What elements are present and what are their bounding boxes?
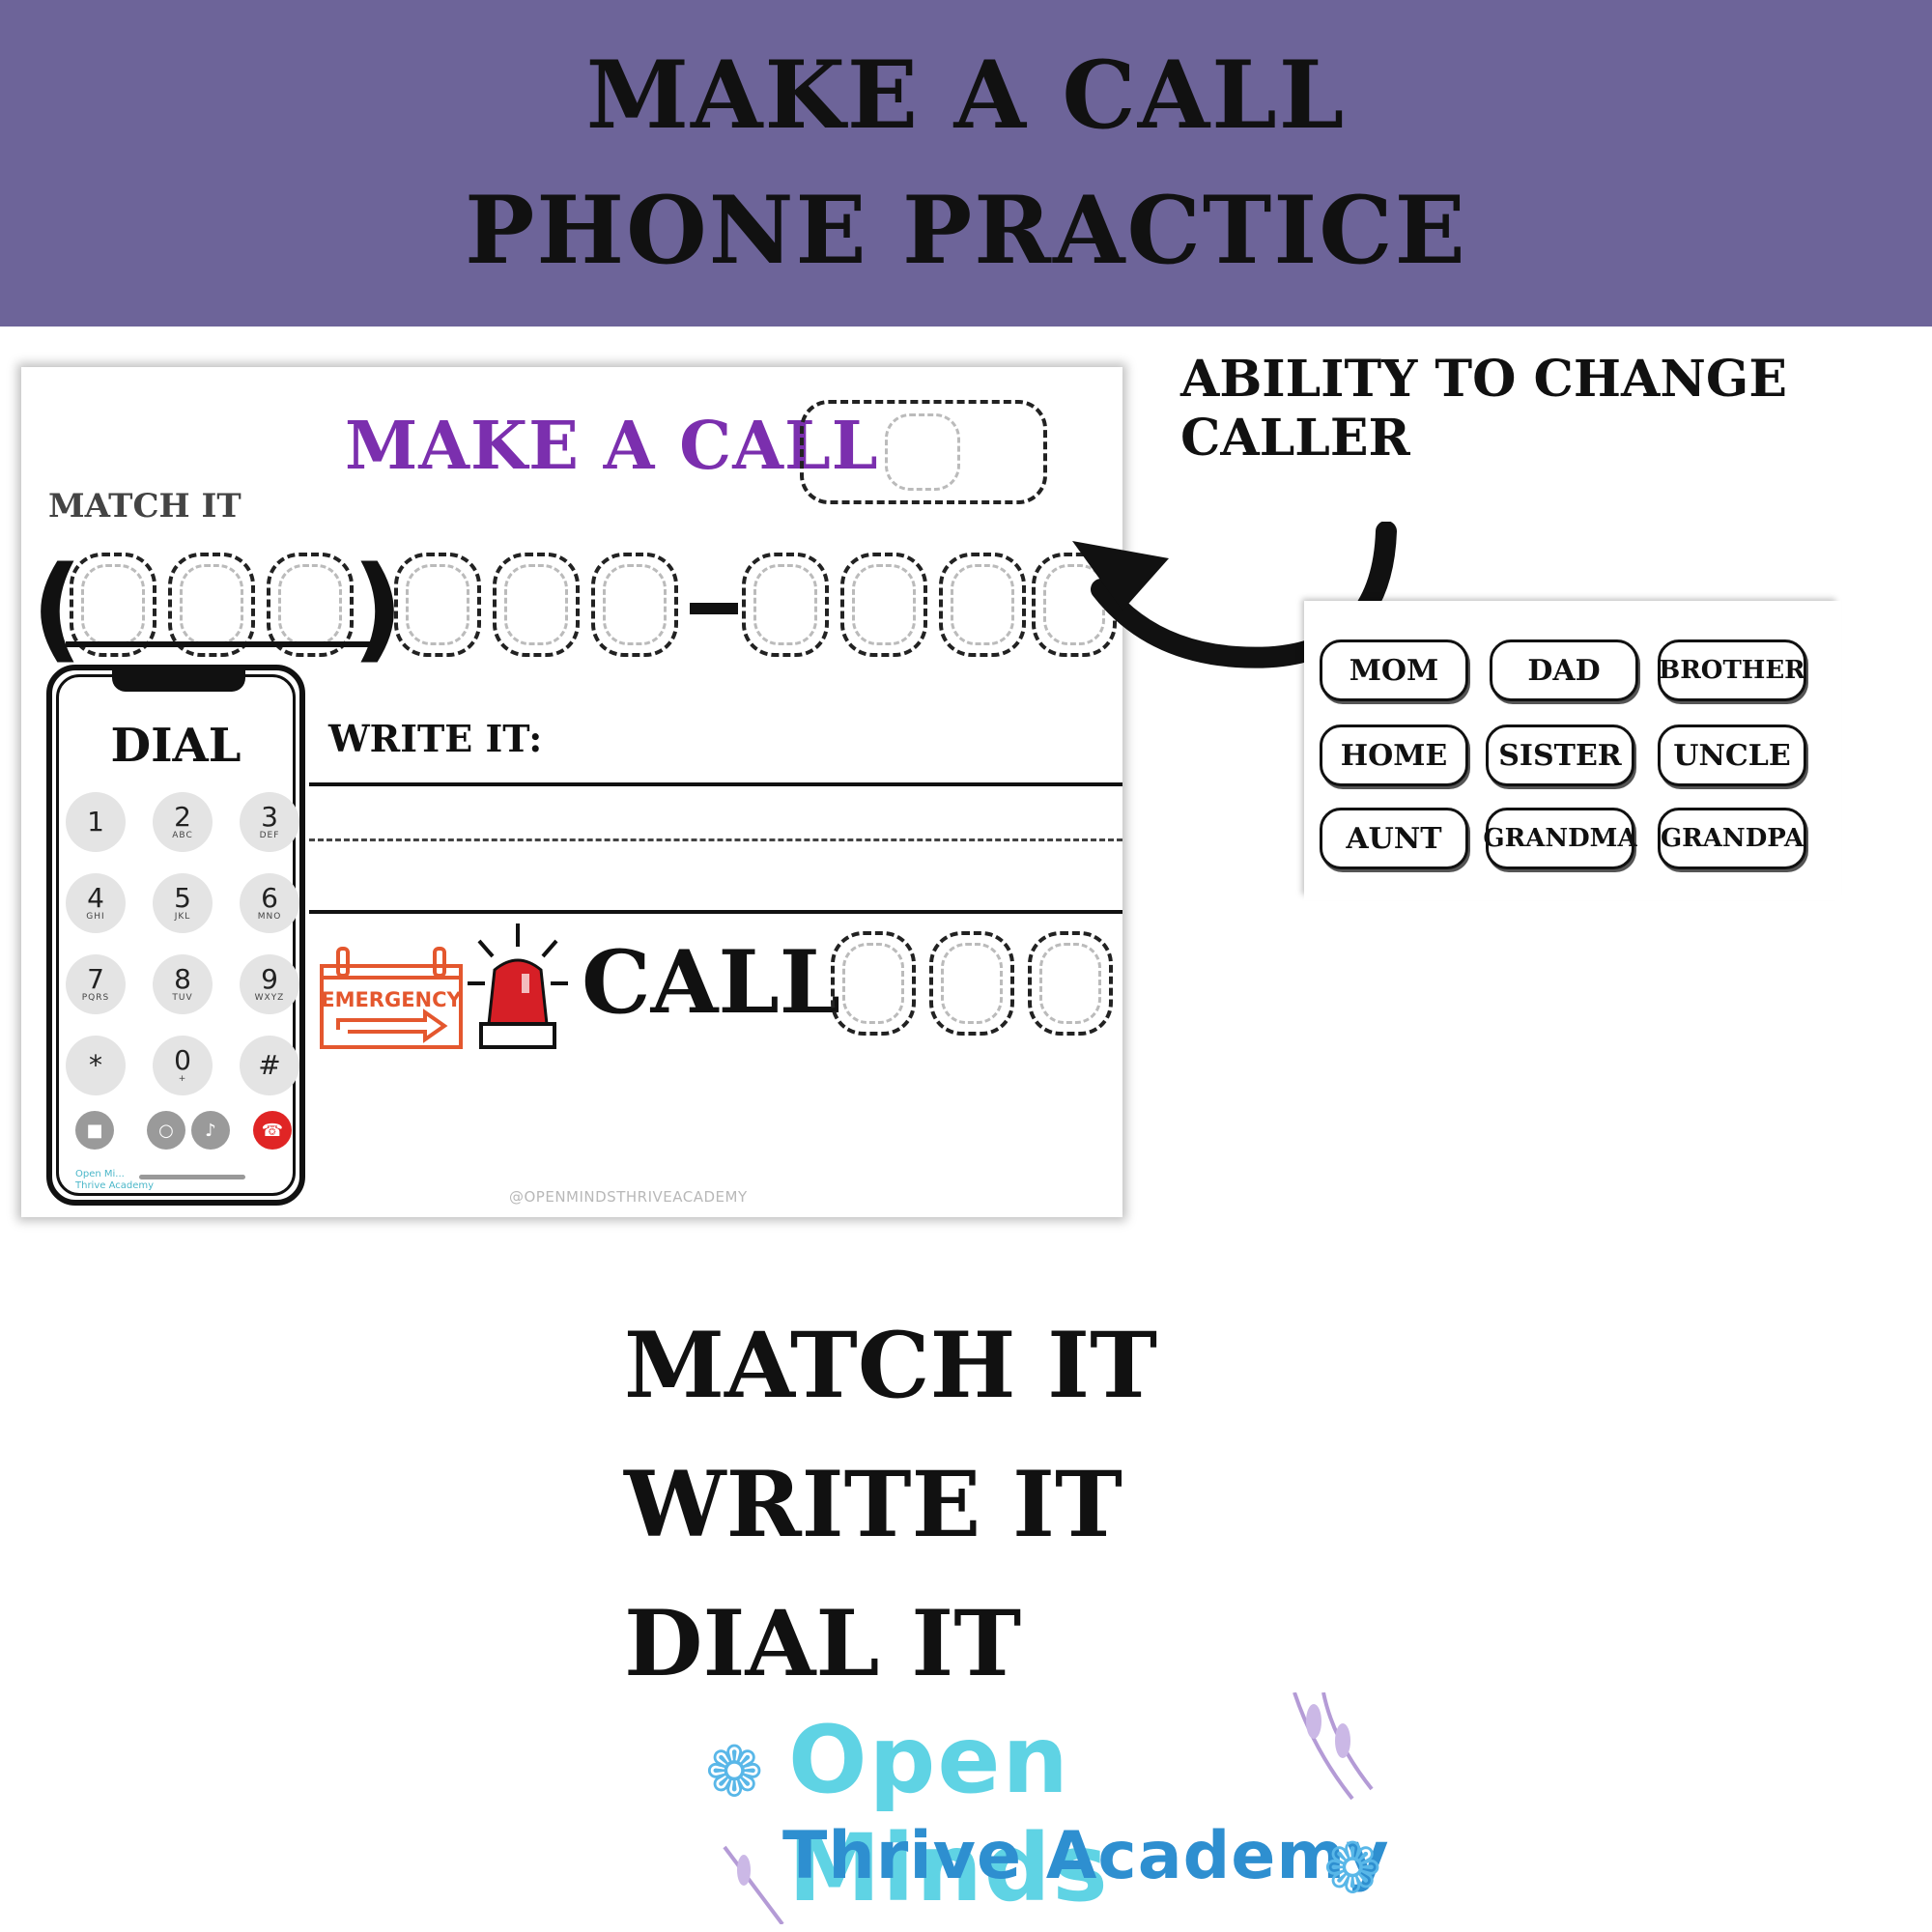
number-dash <box>690 603 738 614</box>
video-icon[interactable]: ■ <box>75 1111 114 1150</box>
banner-title-line-2: PHONE PRACTICE <box>465 176 1467 285</box>
emergency-digit-3[interactable] <box>1028 931 1113 1036</box>
logo-thrive-academy: Thrive Academy <box>782 1818 1390 1894</box>
dial-title: DIAL <box>110 719 242 773</box>
write-mid-line <box>309 838 1122 841</box>
watermark: @OPENMINDSTHRIVEACADEMY <box>509 1188 748 1206</box>
caller-chip-uncle[interactable]: UNCLE <box>1658 724 1806 786</box>
speaker-icon[interactable]: ♪ <box>191 1111 230 1150</box>
caller-chip-sister[interactable]: SISTER <box>1486 724 1634 786</box>
caller-chip-brother[interactable]: BROTHER <box>1658 639 1806 701</box>
mute-icon[interactable]: ○ <box>147 1111 185 1150</box>
step-write-it: WRITE IT <box>624 1452 1122 1558</box>
phone-brand-text: Open Mi... Thrive Academy <box>75 1169 155 1191</box>
digit-box-prefix-2[interactable] <box>493 553 580 657</box>
ability-heading: ABILITY TO CHANGE CALLER <box>1180 350 1787 468</box>
step-match-it: MATCH IT <box>624 1313 1158 1419</box>
curved-arrow-icon <box>1072 522 1397 668</box>
worksheet-title: MAKE A CALL <box>345 408 879 485</box>
banner-title-line-1: MAKE A CALL <box>585 41 1347 150</box>
key-0[interactable]: 0+ <box>153 1036 213 1095</box>
flower-icon-left: ❁ <box>705 1731 764 1812</box>
flower-icon-right: ❁ <box>1323 1828 1382 1909</box>
emergency-digit-2[interactable] <box>929 931 1014 1036</box>
key-hash[interactable]: # <box>240 1036 299 1095</box>
digit-box-prefix-1[interactable] <box>394 553 481 657</box>
key-1[interactable]: 1 <box>66 792 126 852</box>
emergency-sign-icon: EMERGENCY <box>320 947 463 1049</box>
write-it-label: WRITE IT: <box>328 717 543 760</box>
caller-chip-dad[interactable]: DAD <box>1490 639 1638 701</box>
caller-options-card: MOM DAD BROTHER HOME SISTER UNCLE AUNT G… <box>1304 601 1841 900</box>
step-dial-it: DIAL IT <box>624 1591 1022 1697</box>
brand-logo: ❁ Open Minds Thrive Academy ❁ <box>705 1692 1401 1924</box>
write-top-line <box>309 782 1122 786</box>
caller-chip-aunt[interactable]: AUNT <box>1320 808 1468 869</box>
digit-box-prefix-3[interactable] <box>591 553 678 657</box>
digit-box-line-3[interactable] <box>939 553 1026 657</box>
digit-box-line-1[interactable] <box>742 553 829 657</box>
key-star[interactable]: * <box>66 1036 126 1095</box>
steps-list: MATCH IT WRITE IT DIAL IT <box>624 1296 1157 1714</box>
emergency-sign-text: EMERGENCY <box>321 988 462 1011</box>
area-code-underline <box>66 641 383 647</box>
home-indicator <box>139 1175 245 1179</box>
phone-notch <box>112 670 245 692</box>
match-it-label: MATCH IT <box>48 487 242 526</box>
header-banner: MAKE A CALL PHONE PRACTICE <box>0 0 1932 327</box>
caller-chip-home[interactable]: HOME <box>1320 724 1468 786</box>
emergency-digit-1[interactable] <box>831 931 916 1036</box>
digit-box-line-2[interactable] <box>840 553 927 657</box>
caller-chip-mom[interactable]: MOM <box>1320 639 1468 701</box>
caller-chip-grandma[interactable]: GRANDMA <box>1483 808 1637 869</box>
lavender-leaves-left-icon <box>723 1845 784 1924</box>
write-bottom-line[interactable] <box>309 910 1122 914</box>
caller-slot[interactable] <box>800 400 1047 504</box>
siren-icon <box>468 923 568 1049</box>
caller-chip-grandpa[interactable]: GRANDPA <box>1658 808 1806 869</box>
end-call-icon[interactable]: ☎ <box>253 1111 292 1150</box>
lavender-leaves-icon <box>1293 1692 1374 1801</box>
logo-open-minds: Open Minds <box>788 1706 1110 1922</box>
call-label: CALL <box>582 931 841 1034</box>
